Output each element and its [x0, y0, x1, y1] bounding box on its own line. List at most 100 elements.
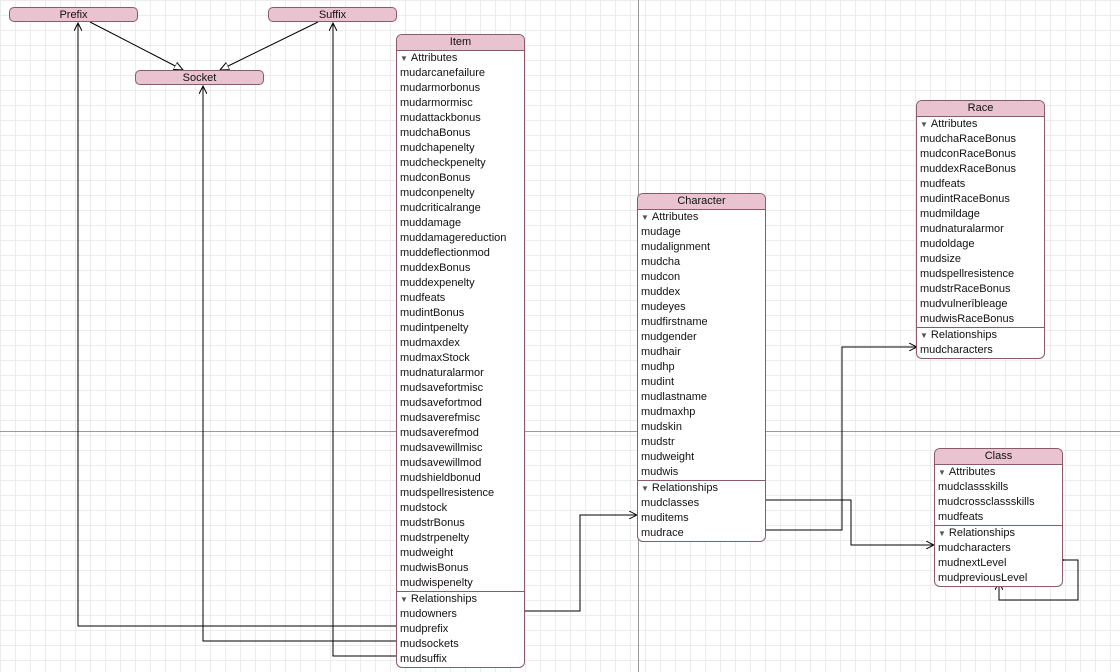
- attribute-row[interactable]: mudshieldbonud: [400, 472, 481, 484]
- attribute-row[interactable]: mudattackbonus: [400, 112, 481, 124]
- attribute-row[interactable]: mudintpenelty: [400, 322, 469, 334]
- race-relationships-header[interactable]: ▼Relationships: [920, 328, 1041, 343]
- attribute-row[interactable]: mudhp: [641, 361, 675, 373]
- class-attributes-header[interactable]: ▼Attributes: [938, 465, 1059, 480]
- entity-socket[interactable]: Socket: [135, 70, 264, 85]
- attribute-row[interactable]: mudsavefortmod: [400, 397, 482, 409]
- relationship-row[interactable]: mudcharacters: [938, 542, 1011, 554]
- attribute-row[interactable]: mudcon: [641, 271, 681, 283]
- attribute-row[interactable]: mudstr: [641, 436, 675, 448]
- attribute-row[interactable]: mudarmormisc: [400, 97, 473, 109]
- attribute-row[interactable]: mudwisBonus: [400, 562, 469, 574]
- attribute-row[interactable]: mudchaRaceBonus: [920, 133, 1017, 145]
- attribute-row[interactable]: mudclassskills: [938, 481, 1009, 493]
- attribute-row[interactable]: mudstrRaceBonus: [920, 283, 1011, 295]
- disclosure-triangle-icon[interactable]: ▼: [400, 54, 408, 63]
- attribute-row[interactable]: mudsaverefmod: [400, 427, 479, 439]
- attribute-row[interactable]: mudarcanefailure: [400, 67, 485, 79]
- attribute-row[interactable]: mudconBonus: [400, 172, 471, 184]
- attribute-row[interactable]: mudgender: [641, 331, 697, 343]
- attribute-row[interactable]: mudspellresistence: [920, 268, 1015, 280]
- disclosure-triangle-icon[interactable]: ▼: [938, 468, 946, 477]
- relationship-row[interactable]: muditems: [641, 512, 689, 524]
- character-attributes-header[interactable]: ▼Attributes: [641, 210, 762, 225]
- disclosure-triangle-icon[interactable]: ▼: [641, 213, 649, 222]
- attribute-row[interactable]: mudchaBonus: [400, 127, 471, 139]
- attribute-row[interactable]: mudcheckpenelty: [400, 157, 486, 169]
- attribute-row[interactable]: mudcrossclassskills: [938, 496, 1035, 508]
- attribute-row[interactable]: mudmaxhp: [641, 406, 696, 418]
- disclosure-triangle-icon[interactable]: ▼: [920, 331, 928, 340]
- attribute-row[interactable]: mudstrpenelty: [400, 532, 470, 544]
- attribute-row[interactable]: mudalignment: [641, 241, 711, 253]
- attribute-row[interactable]: mudsavewillmisc: [400, 442, 483, 454]
- item-relationships-header[interactable]: ▼Relationships: [400, 592, 521, 607]
- attribute-row[interactable]: muddexpenelty: [400, 277, 475, 289]
- attribute-row[interactable]: muddamagereduction: [400, 232, 507, 244]
- relationship-row[interactable]: mudowners: [400, 608, 457, 620]
- attribute-row[interactable]: mudintBonus: [400, 307, 465, 319]
- attribute-row[interactable]: mudwispenelty: [400, 577, 473, 589]
- disclosure-triangle-icon[interactable]: ▼: [641, 484, 649, 493]
- attribute-row[interactable]: mudstock: [400, 502, 448, 514]
- class-relationships-header[interactable]: ▼Relationships: [938, 526, 1059, 541]
- attribute-row[interactable]: mudsavewillmod: [400, 457, 482, 469]
- attribute-row[interactable]: mudsize: [920, 253, 961, 265]
- attribute-row[interactable]: mudfirstname: [641, 316, 708, 328]
- character-relationships-header[interactable]: ▼Relationships: [641, 481, 762, 496]
- attribute-row[interactable]: mudconpenelty: [400, 187, 475, 199]
- attribute-row[interactable]: mudoldage: [920, 238, 975, 250]
- attribute-row[interactable]: mudfeats: [920, 178, 966, 190]
- relationship-row[interactable]: mudsuffix: [400, 653, 447, 665]
- attribute-row[interactable]: muddex: [641, 286, 681, 298]
- disclosure-triangle-icon[interactable]: ▼: [938, 529, 946, 538]
- relationship-row[interactable]: mudrace: [641, 527, 684, 539]
- attribute-row[interactable]: mudmaxStock: [400, 352, 470, 364]
- attribute-row[interactable]: mudfeats: [400, 292, 446, 304]
- attribute-row[interactable]: mudintRaceBonus: [920, 193, 1010, 205]
- attribute-row[interactable]: mudwisRaceBonus: [920, 313, 1015, 325]
- attribute-row[interactable]: mudstrBonus: [400, 517, 465, 529]
- attribute-row[interactable]: mudnaturalarmor: [920, 223, 1004, 235]
- attribute-row[interactable]: mudage: [641, 226, 681, 238]
- attribute-row[interactable]: muddexRaceBonus: [920, 163, 1017, 175]
- attribute-row[interactable]: mudwis: [641, 466, 679, 478]
- disclosure-triangle-icon[interactable]: ▼: [400, 595, 408, 604]
- attribute-row[interactable]: muddeflectionmod: [400, 247, 490, 259]
- attribute-row[interactable]: mudeyes: [641, 301, 686, 313]
- attribute-row[interactable]: mudlastname: [641, 391, 708, 403]
- attribute-row[interactable]: mudhair: [641, 346, 681, 358]
- disclosure-triangle-icon[interactable]: ▼: [920, 120, 928, 129]
- attribute-row[interactable]: mudint: [641, 376, 675, 388]
- attribute-row[interactable]: mudconRaceBonus: [920, 148, 1017, 160]
- entity-suffix[interactable]: Suffix: [268, 7, 397, 22]
- relationship-row[interactable]: mudpreviousLevel: [938, 572, 1028, 584]
- relationship-row[interactable]: mudsockets: [400, 638, 459, 650]
- attribute-row[interactable]: mudsaverefmisc: [400, 412, 481, 424]
- relationship-row[interactable]: mudprefix: [400, 623, 449, 635]
- attribute-row[interactable]: mudsavefortmisc: [400, 382, 484, 394]
- attribute-row[interactable]: mudmaxdex: [400, 337, 460, 349]
- attribute-row[interactable]: mudcha: [641, 256, 681, 268]
- attribute-row[interactable]: mudnaturalarmor: [400, 367, 484, 379]
- relationship-row[interactable]: mudcharacters: [920, 344, 993, 356]
- attribute-row[interactable]: mudfeats: [938, 511, 984, 523]
- attribute-row[interactable]: mudarmorbonus: [400, 82, 481, 94]
- attribute-row[interactable]: mudspellresistence: [400, 487, 495, 499]
- item-attributes-header[interactable]: ▼Attributes: [400, 51, 521, 66]
- attribute-row[interactable]: mudcriticalrange: [400, 202, 481, 214]
- attribute-row[interactable]: mudchapenelty: [400, 142, 475, 154]
- entity-prefix[interactable]: Prefix: [9, 7, 138, 22]
- attribute-row[interactable]: mudweight: [400, 547, 454, 559]
- relationship-row[interactable]: mudnextLevel: [938, 557, 1007, 569]
- attribute-row[interactable]: mudskin: [641, 421, 682, 433]
- attribute-row[interactable]: mudmildage: [920, 208, 980, 220]
- attribute-row[interactable]: mudvulnerībleage: [920, 298, 1008, 310]
- attribute-row[interactable]: muddexBonus: [400, 262, 471, 274]
- relationship-row[interactable]: mudclasses: [641, 497, 700, 509]
- race-attributes-header[interactable]: ▼Attributes: [920, 117, 1041, 132]
